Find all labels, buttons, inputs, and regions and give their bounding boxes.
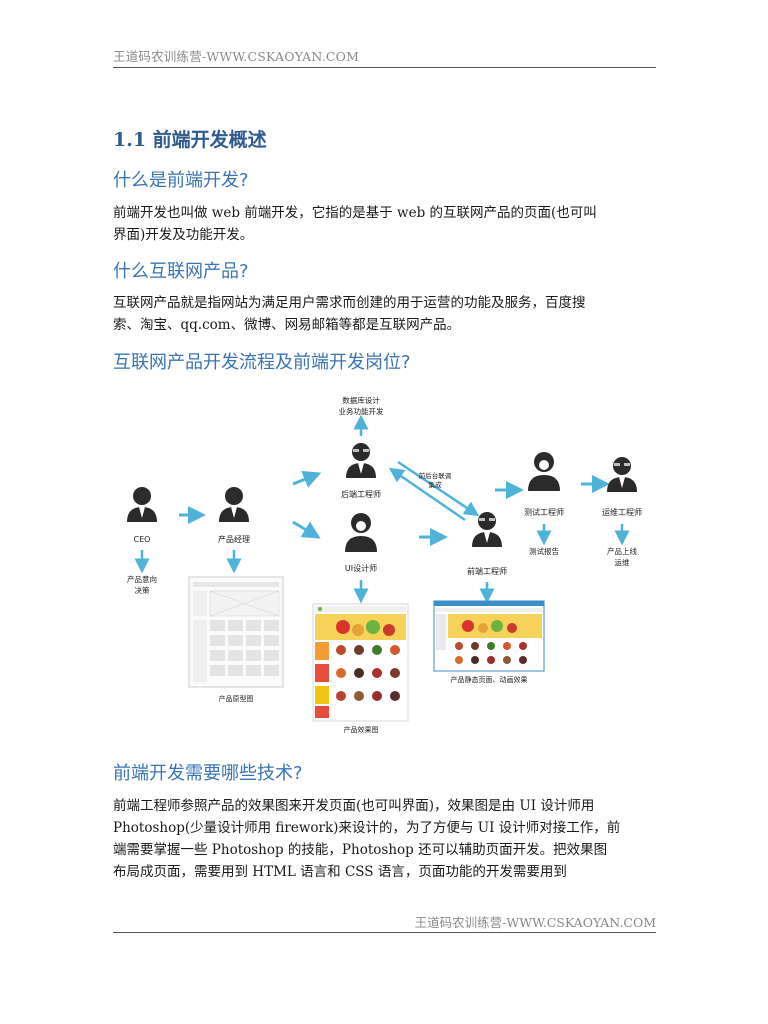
section-title: 1.1 前端开发概述 [113, 129, 267, 151]
heading-internet-product: 什么互联网产品? [113, 261, 249, 282]
ops-task-line: 产品上线 [607, 546, 637, 556]
heading-dev-process: 互联网产品开发流程及前端开发岗位? [113, 352, 411, 373]
paragraph-line: 前端开发也叫做 web 前端开发，它指的是基于 web 的互联网产品的页面(也可… [113, 205, 597, 221]
ceo-task-line: 决策 [135, 585, 150, 595]
arrow-frontend-to-backend [388, 467, 466, 522]
backend-engineer-figure [346, 443, 376, 478]
frontend-engineer-label: 前端工程师 [467, 566, 507, 576]
heading-frontend-tech: 前端开发需要哪些技术? [113, 763, 303, 784]
tester-figure [528, 452, 560, 491]
static-page-screenshot [433, 600, 545, 672]
ceo-task-line: 产品意向 [127, 574, 157, 584]
tester-label: 测试工程师 [524, 507, 564, 517]
paragraph-line: 互联网产品就是指网站为满足用户需求而创建的用于运营的功能及服务，百度搜 [113, 295, 586, 311]
heading-what-is-frontend: 什么是前端开发? [113, 170, 249, 191]
paragraph-line: Photoshop(少量设计师用 firework)来设计的，为了方便与 UI … [113, 820, 621, 836]
page-footer: 王道码农训练营-WWW.CSKAOYAN.COM [414, 915, 656, 930]
paragraph-line: 布局成页面，需要用到 HTML 语言和 CSS 语言，页面功能的开发需要用到 [113, 864, 567, 880]
ui-designer-figure [345, 513, 377, 552]
product-manager-label: 产品经理 [218, 534, 250, 544]
static-page-caption: 产品静态页面、动画效果 [451, 675, 528, 684]
prototype-wireframe [188, 576, 284, 688]
product-manager-figure [219, 487, 249, 522]
paragraph-line: 端需要掌握一些 Photoshop 的技能，Photoshop 还可以辅助页面开… [113, 842, 608, 858]
page-header: 王道码农训练营-WWW.CSKAOYAN.COM [113, 49, 360, 64]
backend-engineer-label: 后端工程师 [341, 489, 381, 499]
design-mockup [312, 603, 409, 722]
prototype-caption: 产品原型图 [219, 694, 254, 703]
paragraph-line: 前端工程师参照产品的效果图来开发页面(也可叫界面)，效果图是由 UI 设计师用 [113, 798, 595, 814]
ops-engineer-label: 运维工程师 [602, 507, 642, 517]
paragraph-what-is-frontend: 前端开发也叫做 web 前端开发，它指的是基于 web 的互联网产品的页面(也可… [113, 202, 658, 246]
footer-divider [113, 932, 656, 933]
link-label-line: 前后台联调 [419, 471, 452, 480]
ceo-label: CEO [134, 535, 151, 544]
backend-task-line: 数据库设计 [342, 395, 380, 405]
ops-task-line: 运维 [615, 557, 630, 567]
paragraph-line: 索、淘宝、qq.com、微博、网易邮箱等都是互联网产品。 [113, 317, 461, 333]
ceo-figure [127, 487, 157, 522]
paragraph-line: 界面)开发及功能开发。 [113, 227, 254, 243]
tester-task: 测试报告 [529, 546, 559, 556]
frontend-engineer-figure [472, 512, 502, 547]
arrow-backend-to-frontend [397, 460, 480, 517]
design-caption: 产品效果图 [344, 725, 379, 734]
link-label-line: 集成 [429, 480, 443, 489]
ui-designer-label: UI设计师 [345, 563, 377, 573]
workflow-diagram: CEO 产品意向 决策 产品经理 产品原型图 数据库设计 [127, 395, 642, 734]
paragraph-internet-product: 互联网产品就是指网站为满足用户需求而创建的用于运营的功能及服务，百度搜 索、淘宝… [113, 292, 658, 336]
ops-engineer-figure [607, 457, 637, 492]
paragraph-frontend-tech: 前端工程师参照产品的效果图来开发页面(也可叫界面)，效果图是由 UI 设计师用 … [113, 795, 658, 883]
arrow-up-right [292, 470, 322, 488]
backend-task-line: 业务功能开发 [339, 406, 384, 416]
header-divider [113, 67, 656, 68]
arrow-down-right [292, 520, 321, 539]
